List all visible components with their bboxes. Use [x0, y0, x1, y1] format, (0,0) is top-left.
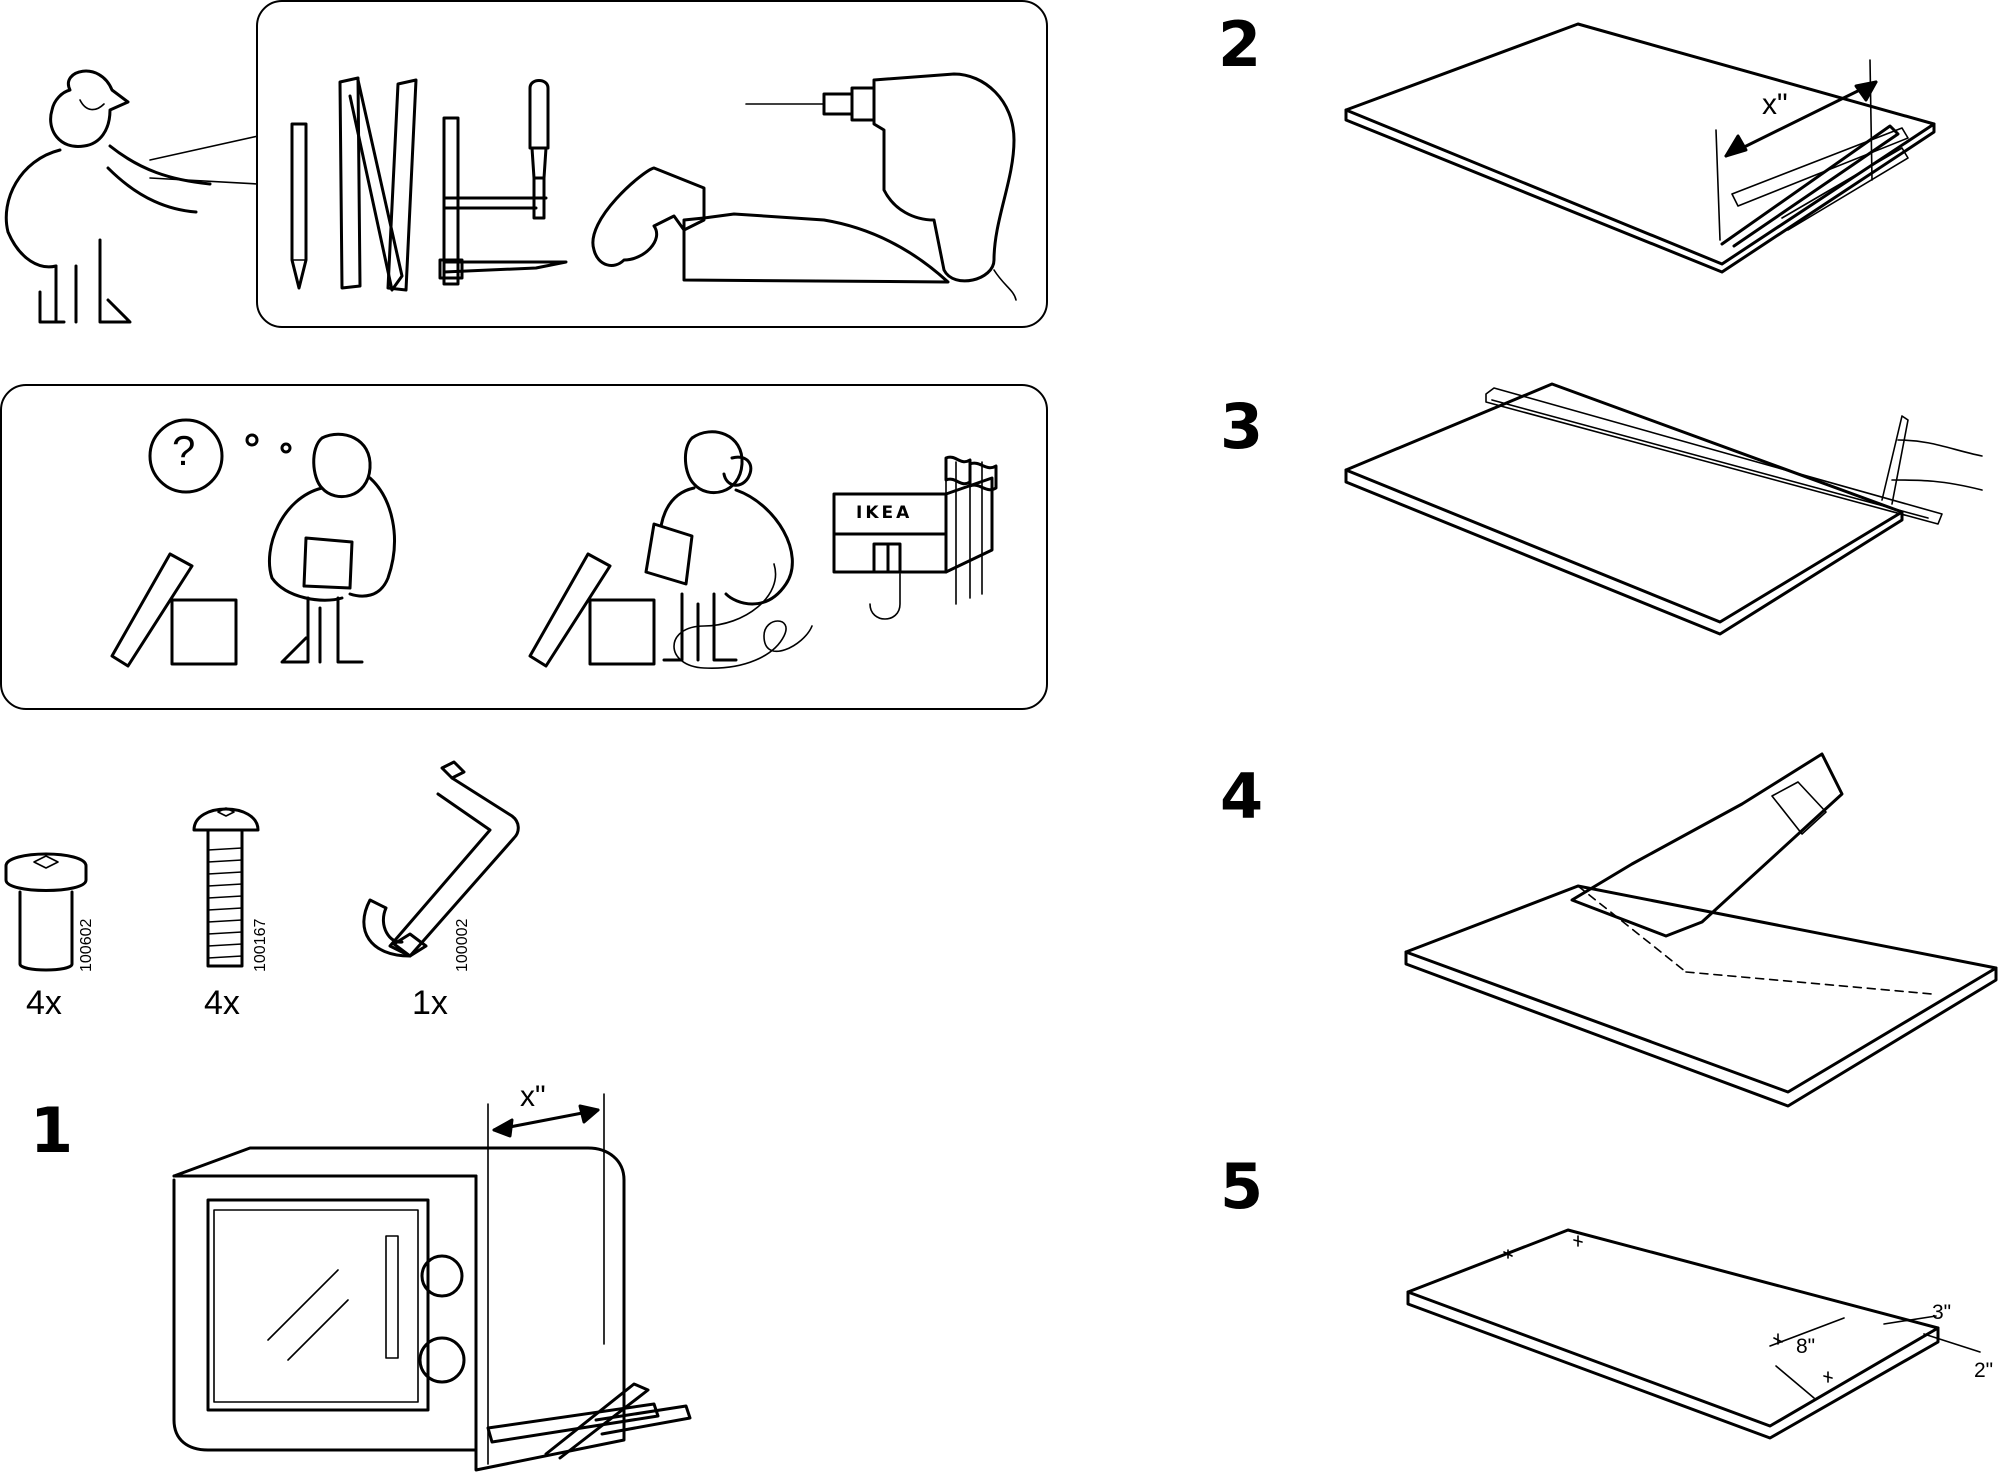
step-number-1: 1	[30, 1094, 74, 1167]
part-quantity-100167: 4x	[204, 984, 240, 1022]
part-quantity-100602: 4x	[26, 984, 62, 1022]
confused-man-icon	[267, 432, 396, 664]
barrel-nut-icon	[4, 852, 88, 972]
dimension-arrow-icon	[487, 1093, 605, 1465]
allen-key-icon	[362, 760, 520, 958]
folding-ruler-icon-2	[486, 1382, 692, 1460]
step-5-dimension-3in: 3"	[1932, 1301, 1952, 1324]
open-box-icon-2	[528, 552, 656, 668]
part-quantity-100002: 1x	[412, 984, 448, 1022]
question-bubble-icon	[148, 418, 292, 494]
clamp-icon	[438, 79, 568, 286]
ikea-store-icon	[832, 455, 998, 620]
hand-saw-icon	[591, 166, 950, 284]
open-box-icon	[110, 552, 238, 668]
board-with-marks-icon	[1406, 1228, 1981, 1440]
step-1-dimension: x"	[520, 1080, 546, 1113]
power-drill-icon	[745, 72, 1017, 301]
ikea-store-sign: IKEA	[856, 503, 913, 523]
step-5-dimension-8in: 8"	[1796, 1335, 1816, 1358]
step-5-dimension-2in: 2"	[1974, 1359, 1994, 1382]
dimension-arrow-icon-2	[1724, 80, 1878, 158]
part-number-100002: 100002	[454, 918, 471, 972]
board-being-sawn-icon	[1404, 752, 1998, 1108]
phone-man-icon	[644, 430, 794, 662]
board-with-straightedge-icon	[1344, 382, 1983, 636]
phone-cord-icon	[673, 563, 813, 669]
part-number-100167: 100167	[252, 918, 269, 972]
step-2-dimension: x"	[1762, 88, 1788, 121]
board-with-ruler-icon	[1344, 22, 1936, 274]
pencil-icon	[290, 122, 308, 290]
step-number-4: 4	[1220, 760, 1264, 833]
instruction-man-icon	[4, 69, 259, 324]
folding-ruler-icon	[338, 76, 418, 292]
question-mark: ?	[172, 427, 196, 474]
microwave-icon	[172, 1146, 626, 1472]
step-number-3: 3	[1220, 390, 1264, 463]
bolt-icon	[192, 807, 260, 968]
step-number-2: 2	[1218, 8, 1262, 81]
step-number-5: 5	[1220, 1150, 1264, 1223]
part-number-100602: 100602	[78, 918, 95, 972]
